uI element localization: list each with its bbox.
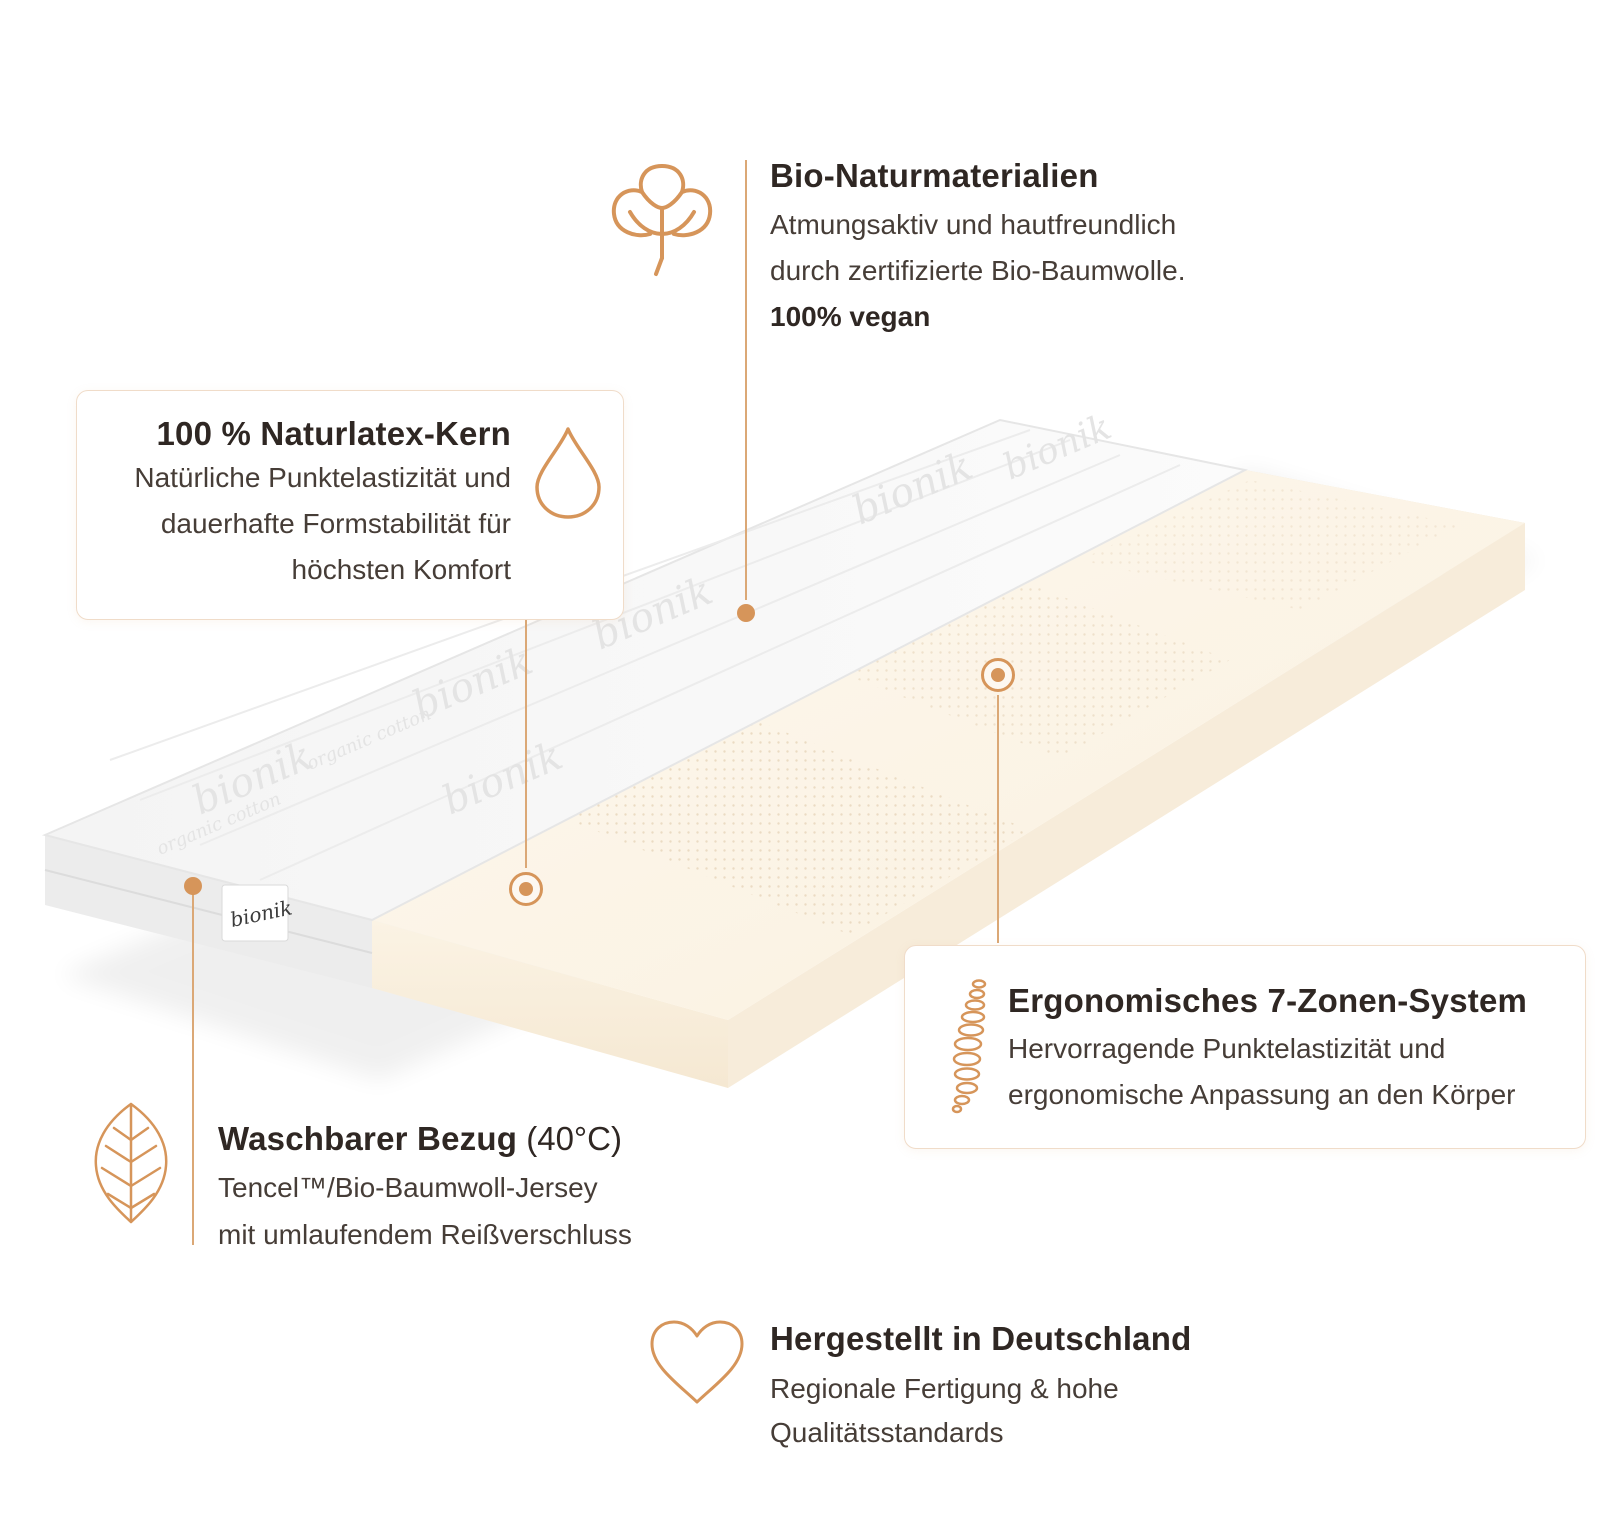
heart-icon <box>648 1318 746 1408</box>
connector-zones <box>997 695 999 943</box>
cover-title-row: Waschbarer Bezug (40°C) <box>218 1120 622 1158</box>
drop-icon <box>533 425 603 521</box>
marker-latex <box>509 872 543 906</box>
marker-bio <box>737 604 755 622</box>
latex-top <box>372 470 1525 1020</box>
zones-card: Ergonomisches 7-Zonen-System Hervorragen… <box>904 945 1586 1149</box>
cotton-icon <box>606 160 718 278</box>
brand-label <box>221 884 289 942</box>
leaf-icon <box>92 1100 170 1226</box>
spine-icon <box>949 978 989 1114</box>
connector-latex <box>525 618 527 868</box>
latex-line-2: dauerhafte Formstabilität für <box>160 508 511 539</box>
bio-line-1: Atmungsaktiv und hautfreundlich <box>770 209 1177 240</box>
latex-front <box>372 920 728 1088</box>
latex-zone-3 <box>1080 480 1460 610</box>
marker-zones <box>981 658 1015 692</box>
latex-line-3: höchsten Komfort <box>291 554 511 585</box>
connector-cover <box>192 885 194 1245</box>
latex-title: 100 % Naturlatex-Kern <box>156 415 511 452</box>
cover-line-1: Tencel™/Bio-Baumwoll-Jersey <box>218 1172 598 1203</box>
zones-line-1: Hervorragende Punktelastizität und <box>1008 1033 1446 1064</box>
bio-line-2: durch zertifizierte Bio-Baumwolle. <box>770 255 1186 286</box>
marker-cover <box>184 877 202 895</box>
latex-line-1: Natürliche Punktelastizität und <box>134 462 511 493</box>
connector-bio <box>745 160 747 600</box>
cover-title: Waschbarer Bezug <box>218 1120 518 1157</box>
zones-line-2: ergonomische Anpassung an den Körper <box>1008 1079 1516 1110</box>
cover-line-2: mit umlaufendem Reißverschluss <box>218 1219 632 1250</box>
zones-title: Ergonomisches 7-Zonen-System <box>1008 982 1528 1019</box>
cover-title-suffix: (40°C) <box>517 1120 622 1157</box>
germany-line-2: Qualitätsstandards <box>770 1417 1004 1448</box>
germany-title: Hergestellt in Deutschland <box>770 1320 1192 1357</box>
bio-line-3: 100% vegan <box>770 301 931 332</box>
latex-card: 100 % Naturlatex-Kern Natürliche Punktel… <box>76 390 624 620</box>
bio-title: Bio-Naturmaterialien <box>770 157 1099 194</box>
germany-line-1: Regionale Fertigung & hohe <box>770 1373 1119 1404</box>
